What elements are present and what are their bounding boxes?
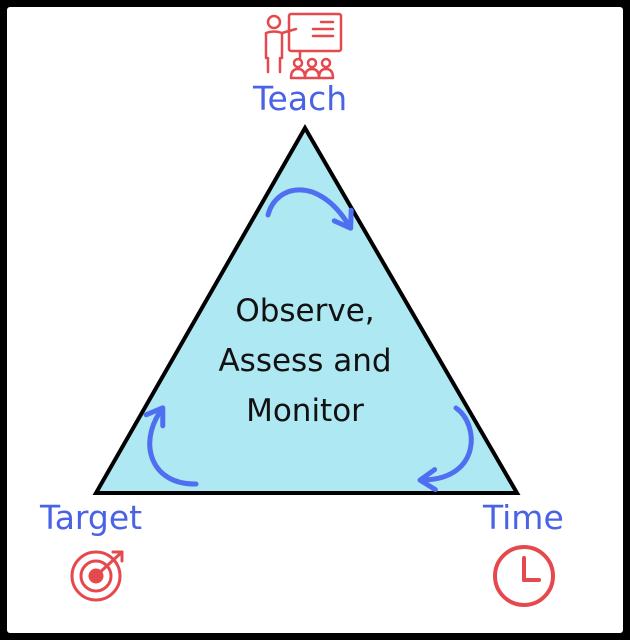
arrow-top [265, 187, 354, 231]
target-icon [70, 550, 124, 602]
center-line-1: Observe, [235, 293, 375, 329]
vertex-label-target: Target [40, 498, 143, 537]
center-text: Observe, Assess and Monitor [170, 286, 440, 436]
triangle-shape [92, 123, 521, 495]
center-line-2: Assess and [218, 343, 392, 379]
vertex-label-teach: Teach [253, 79, 348, 118]
arrow-left [143, 405, 199, 487]
vertex-label-time: Time [483, 498, 564, 537]
arrow-right [417, 405, 474, 493]
center-line-3: Monitor [246, 393, 364, 429]
teacher-presentation-icon [264, 12, 343, 80]
clock-icon [493, 545, 555, 607]
